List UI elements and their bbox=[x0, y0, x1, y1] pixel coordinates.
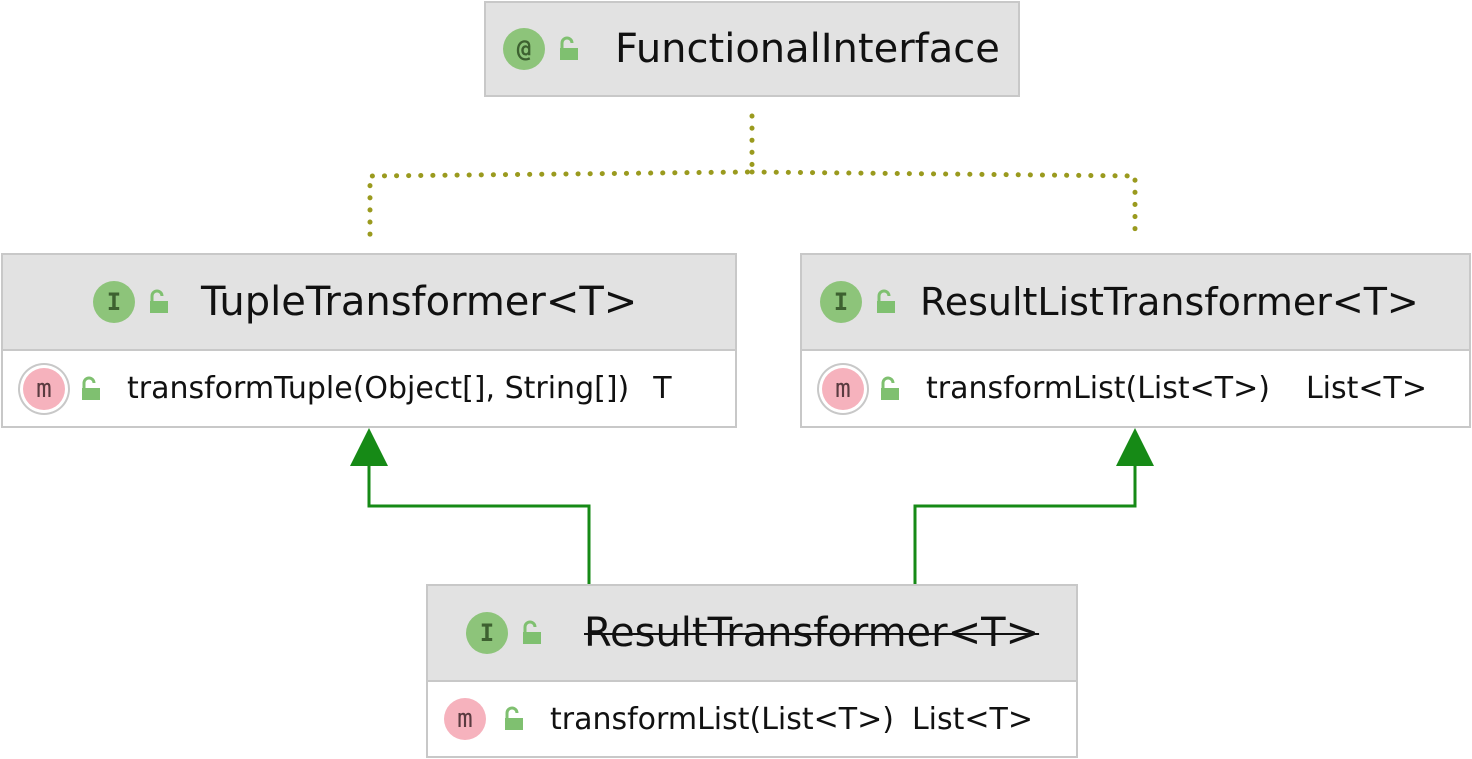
node-title: ResultListTransformer<T> bbox=[920, 280, 1419, 324]
result-list-transformer-node[interactable]: I ResultListTransformer<T> m transformLi… bbox=[800, 253, 1471, 428]
public-lock-icon bbox=[518, 620, 544, 646]
result-transformer-node[interactable]: I ResultTransformer<T> m transformList(L… bbox=[426, 584, 1078, 758]
node-header: I ResultTransformer<T> bbox=[428, 586, 1076, 680]
interface-icon: I bbox=[93, 281, 135, 323]
method-return-type: T bbox=[653, 371, 672, 406]
inheritance-edge-tuple bbox=[367, 462, 591, 584]
abstract-method-icon: m bbox=[822, 367, 864, 410]
public-lock-icon bbox=[872, 289, 898, 315]
node-header: @ FunctionalInterface bbox=[486, 3, 1018, 95]
inheritance-arrowhead-tuple bbox=[350, 428, 388, 466]
node-header: I ResultListTransformer<T> bbox=[802, 255, 1469, 349]
method-row[interactable]: m transformList(List<T>) List<T> bbox=[802, 349, 1469, 426]
public-lock-icon bbox=[145, 289, 171, 315]
annotation-edges bbox=[367, 113, 1138, 241]
inheritance-edges bbox=[350, 428, 1154, 584]
abstract-method-icon: m bbox=[23, 367, 65, 410]
method-return-type: List<T> bbox=[1305, 371, 1428, 406]
node-title: TupleTransformer<T> bbox=[201, 279, 638, 325]
method-row[interactable]: m transformTuple(Object[], String[]) T bbox=[3, 349, 735, 426]
public-lock-icon bbox=[77, 376, 103, 402]
interface-icon: I bbox=[820, 281, 862, 323]
node-header: I TupleTransformer<T> bbox=[3, 255, 735, 349]
node-title: FunctionalInterface bbox=[615, 26, 1000, 72]
inheritance-edge-resultlist bbox=[913, 462, 1137, 584]
annotation-edge-tuple bbox=[367, 113, 755, 241]
method-icon: m bbox=[444, 698, 486, 740]
functional-interface-node[interactable]: @ FunctionalInterface bbox=[484, 1, 1020, 97]
method-signature: transformList(List<T>) bbox=[926, 371, 1270, 406]
method-signature: transformList(List<T>) bbox=[550, 701, 894, 737]
tuple-transformer-node[interactable]: I TupleTransformer<T> m transformTuple(O… bbox=[1, 253, 737, 428]
annotation-edge-resultlist bbox=[749, 169, 1138, 241]
inheritance-arrowhead-resultlist bbox=[1116, 428, 1154, 466]
public-lock-icon bbox=[500, 706, 526, 732]
method-signature: transformTuple(Object[], String[]) bbox=[127, 371, 630, 406]
annotation-icon: @ bbox=[503, 28, 545, 70]
node-title-deprecated: ResultTransformer<T> bbox=[584, 610, 1040, 656]
public-lock-icon bbox=[555, 36, 581, 62]
interface-icon: I bbox=[466, 612, 508, 654]
method-row[interactable]: m transformList(List<T>) List<T> bbox=[428, 680, 1076, 756]
method-return-type: List<T> bbox=[911, 701, 1034, 737]
public-lock-icon bbox=[876, 376, 902, 402]
